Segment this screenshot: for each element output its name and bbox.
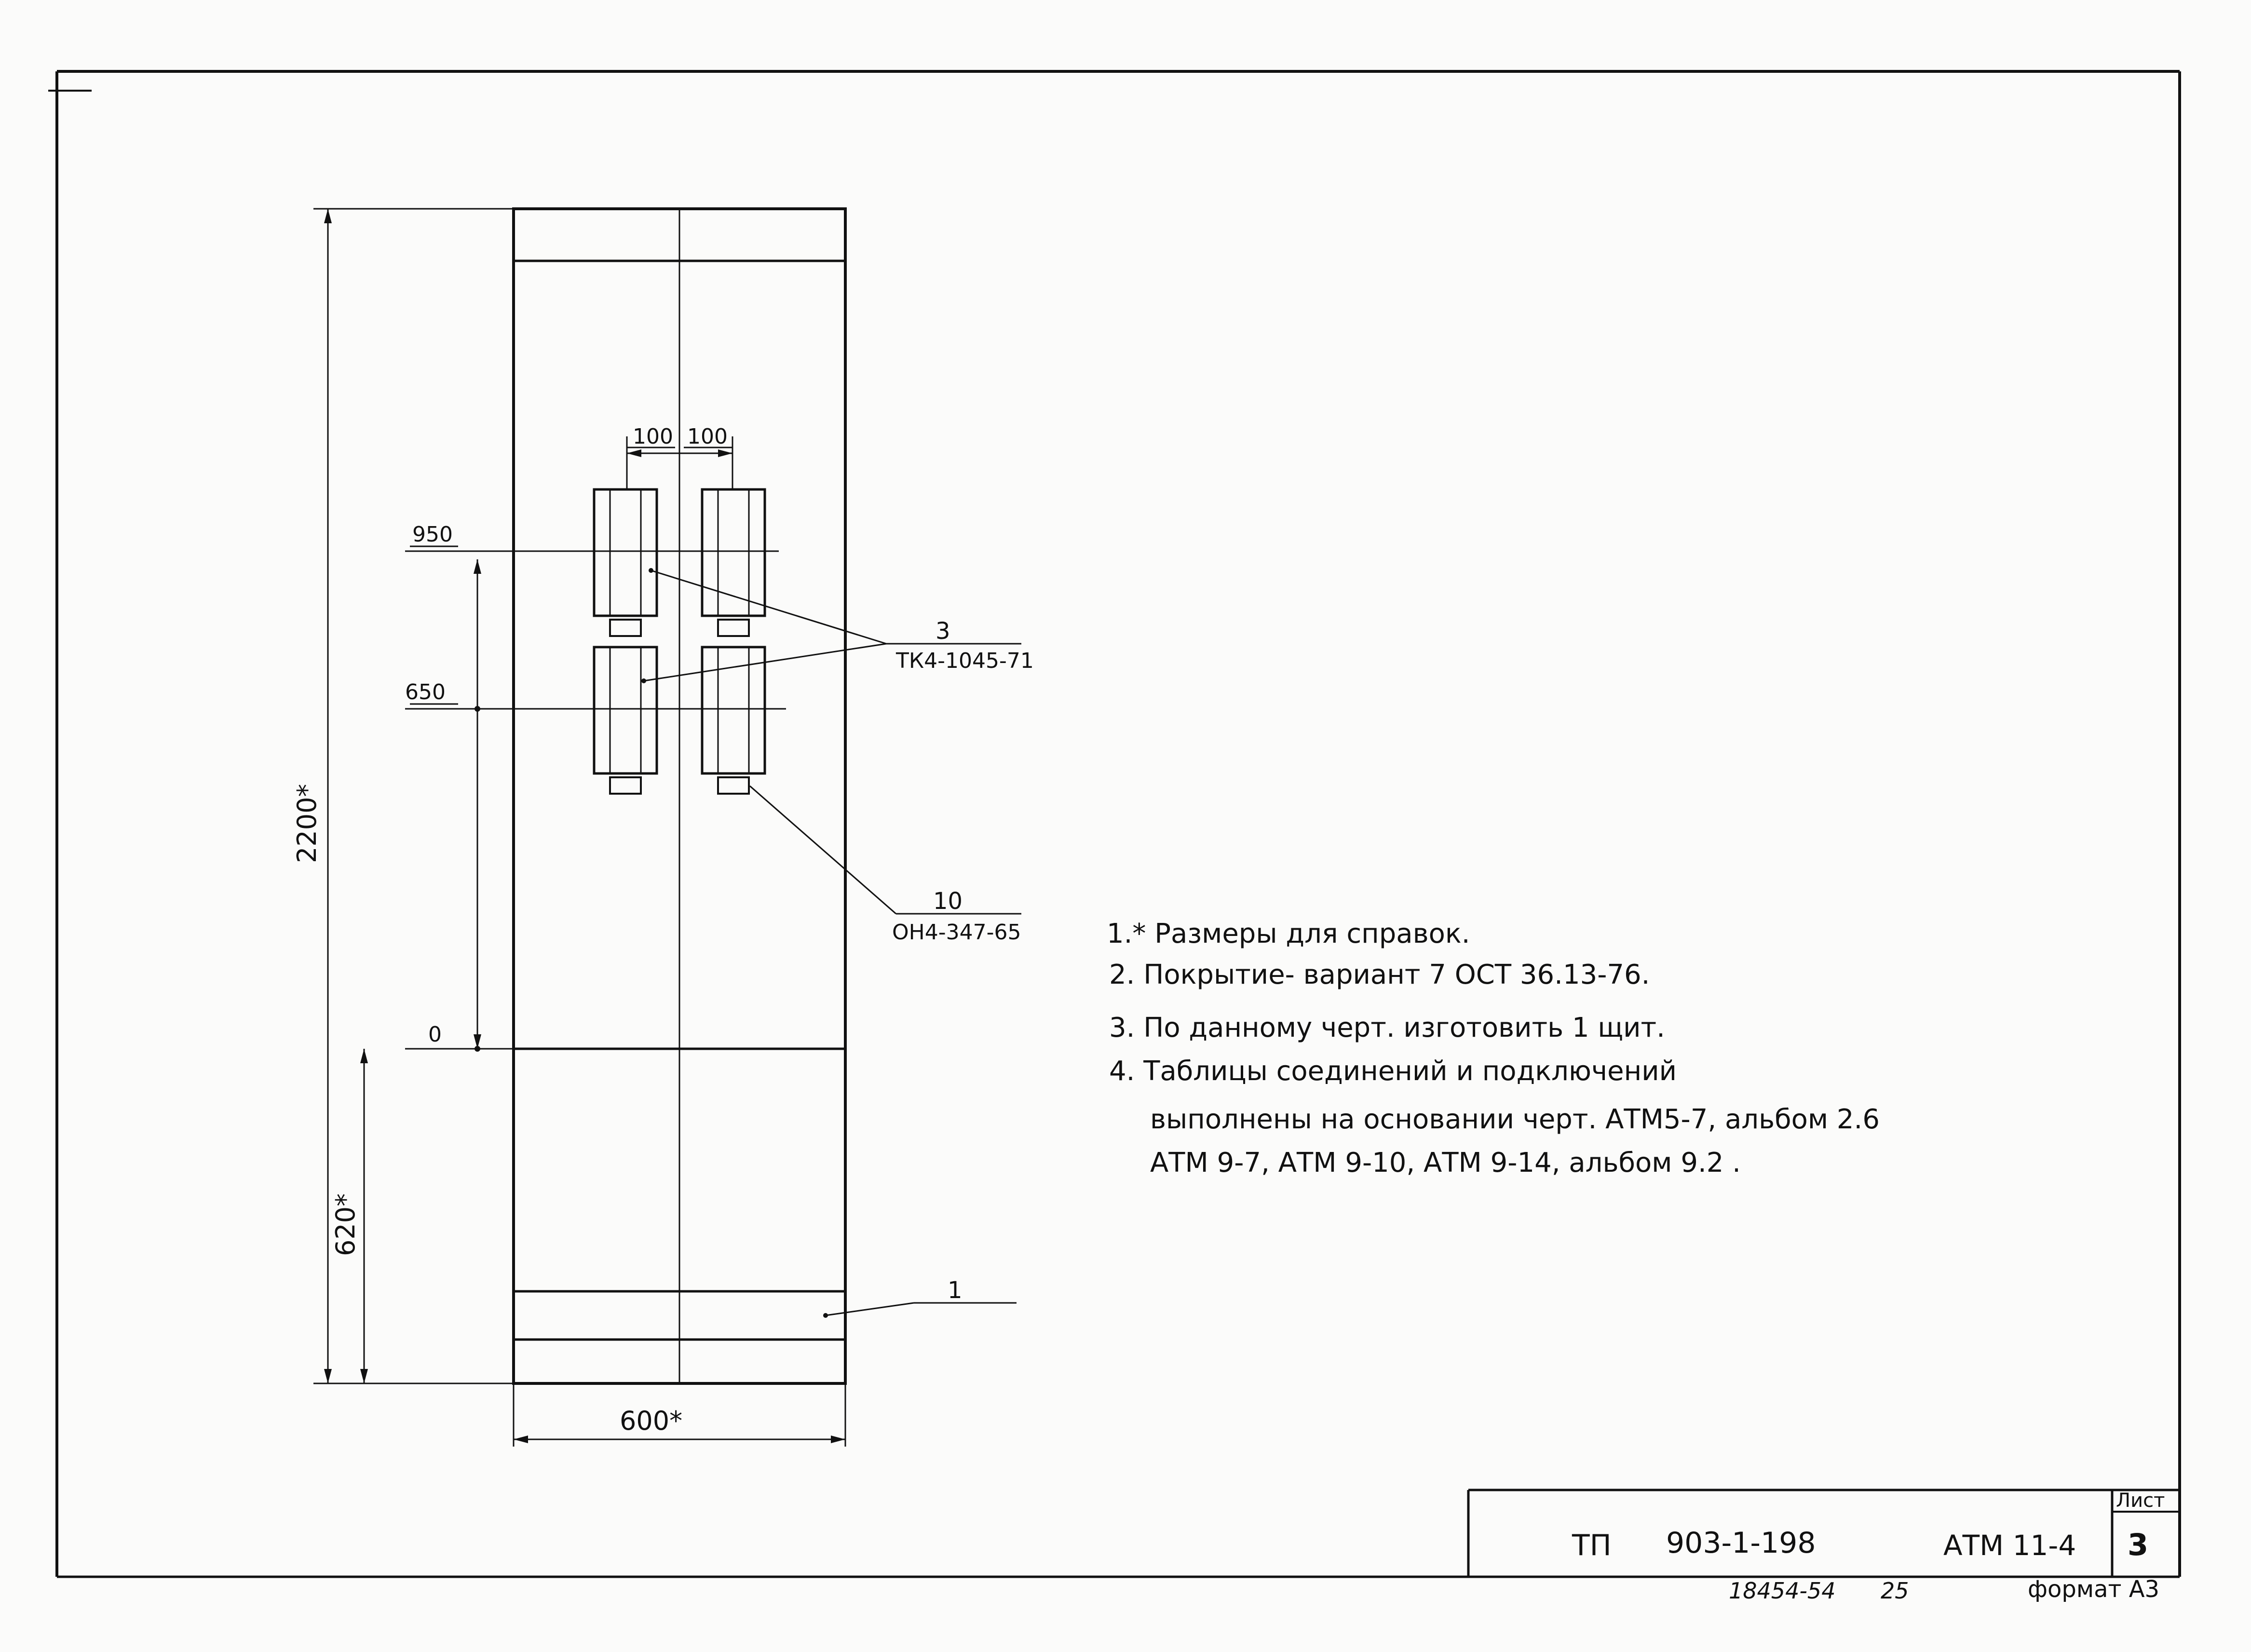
note-3: 3. По данному черт. изготовить 1 щит. [1109, 1012, 1665, 1043]
overall-width-dimension: 600* [513, 1383, 846, 1447]
callout-item-3: 3 ТК4-1045-71 [641, 568, 1034, 683]
callout-item-1: 1 [823, 1277, 1017, 1318]
top-spacing-dimension: 100 100 [626, 424, 733, 489]
drawing-frame [48, 70, 2181, 1578]
note-4: 4. Таблицы соединений и подключений [1109, 1056, 1677, 1087]
item-3-number: 3 [936, 618, 950, 645]
item-10-reference: ОН4-347-65 [892, 920, 1021, 945]
item-10-number: 10 [933, 888, 963, 915]
dimension-2200: 2200* [292, 784, 322, 863]
notes-block: 1.* Размеры для справок. 2. Покрытие- ва… [1107, 918, 1880, 1178]
format-label: формат А3 [2028, 1576, 2159, 1603]
panel-cabinet [512, 207, 847, 1385]
instrument-top-left [593, 488, 658, 637]
instrument-top-right [701, 488, 766, 637]
instrument-bottom-right [701, 646, 766, 795]
item-3-reference: ТК4-1045-71 [895, 649, 1034, 673]
dimension-620: 620* [330, 1193, 361, 1256]
dimension-600: 600* [620, 1406, 682, 1436]
note-2: 2. Покрытие- вариант 7 ОСТ 36.13-76. [1109, 959, 1650, 990]
project-number: 903-1-198 [1666, 1526, 1816, 1560]
note-4-line-2: выполнены на основании черт. АТМ5-7, аль… [1150, 1104, 1880, 1135]
dimension-950: 950 [412, 522, 453, 547]
instrument-group [593, 488, 766, 795]
overall-height-dimension: 2200* [292, 208, 514, 1384]
base-height-dimension: 620* [330, 1049, 368, 1383]
note-1: 1.* Размеры для справок. [1107, 918, 1470, 949]
note-4-line-3: АТМ 9-7, АТМ 9-10, АТМ 9-14, альбом 9.2 … [1150, 1147, 1741, 1178]
dimension-100-right: 100 [687, 424, 728, 449]
title-prefix: ТП [1572, 1529, 1612, 1562]
document-code: АТМ 11-4 [1943, 1529, 2076, 1562]
title-block: ТП 903-1-198 АТМ 11-4 Лист 3 18454-54 25… [1467, 1489, 2180, 1604]
level-dimensions: 950 650 0 [405, 522, 786, 1052]
dimension-650: 650 [405, 680, 446, 704]
callout-item-10: 10 ОН4-347-65 [749, 785, 1021, 945]
dimension-100-left: 100 [633, 424, 673, 449]
instrument-bottom-left [593, 646, 658, 795]
dimension-0: 0 [428, 1022, 442, 1047]
sheet-number: 3 [2128, 1527, 2148, 1562]
item-1-number: 1 [948, 1277, 963, 1304]
sheet-label: Лист [2116, 1490, 2165, 1512]
inventory-number: 18454-54 [1729, 1578, 1835, 1604]
inventory-suffix: 25 [1881, 1578, 1909, 1604]
